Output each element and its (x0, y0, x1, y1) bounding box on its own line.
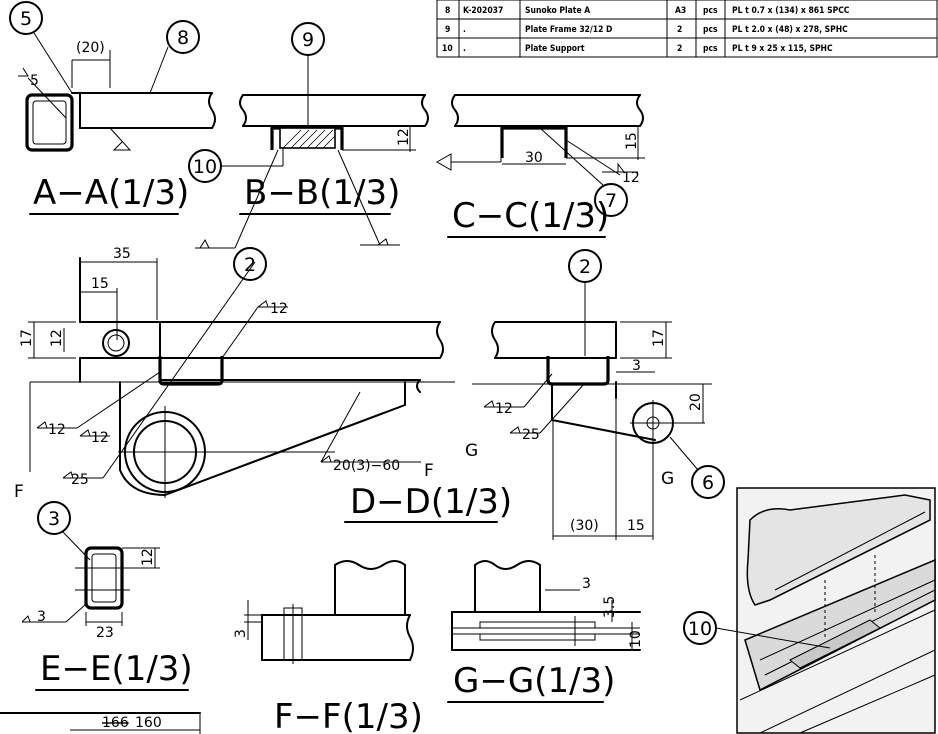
section-b-b: 12 9 10 B−B(1/3) (188, 22, 429, 249)
bom-row-9-size: 2 (677, 25, 682, 35)
dd-weld-12-top: 12 (270, 301, 288, 317)
balloon-8: 8 (177, 27, 189, 49)
bom-row-10-name: Plate Support (525, 44, 585, 54)
label-f-left: F (14, 482, 24, 502)
balloon-6: 6 (702, 472, 714, 494)
bom-row-8-spec: PL t 0.7 x (134) x 861 SPCC (732, 6, 850, 16)
bottom-partial-dim: 166 160 (0, 712, 201, 734)
section-title-c-c: C−C(1/3) (452, 196, 609, 236)
r-dim-20: 20 (688, 393, 704, 411)
bb-dim-12: 12 (396, 128, 412, 146)
dd-dim-15: 15 (91, 276, 109, 292)
section-g-g: 3 3.5 10 G−G(1/3) (447, 560, 644, 703)
section-f-f: 3 F−F(1/3) (233, 560, 423, 734)
ee-weld-3: 3 (37, 609, 46, 625)
bom-row-10-spec: PL t 9 x 25 x 115, SPHC (732, 44, 833, 54)
label-g-left: G (465, 441, 478, 461)
r-weld-12: 12 (495, 401, 513, 417)
r-dim-30: (30) (570, 518, 599, 534)
dd-weld-12-left: 12 (48, 422, 66, 438)
bom-row-8-unit: pcs (703, 6, 718, 16)
balloon-3: 3 (48, 508, 60, 530)
balloon-5: 5 (20, 8, 32, 30)
gg-dim-3-5: 3.5 (602, 596, 618, 618)
label-f-right: F (424, 461, 434, 481)
section-d-d: 35 15 17 12 12 12 12 25 20(3)−60 2 D−D(1… (14, 246, 512, 523)
bom-row-9-unit: pcs (703, 25, 718, 35)
section-title-d-d: D−D(1/3) (350, 482, 512, 522)
balloon-10: 10 (193, 156, 217, 178)
bom-row-10-part: . (463, 44, 466, 54)
section-e-e: 12 23 3 3 E−E(1/3) (21, 501, 193, 691)
ee-dim-23: 23 (96, 625, 114, 641)
aa-weld-5: 5 (30, 73, 39, 89)
bom-row-9-part: . (463, 25, 466, 35)
balloon-2-right: 2 (579, 256, 591, 278)
bom-row-10-no: 10 (442, 44, 453, 54)
dd-weld-note: 20(3)−60 (333, 458, 400, 474)
section-title-a-a: A−A(1/3) (33, 173, 189, 213)
label-g-right: G (661, 469, 674, 489)
gg-dim-10: 10 (628, 630, 644, 648)
cc-weld-12: 12 (622, 170, 640, 186)
balloon-2-left: 2 (244, 254, 256, 276)
bom-row-8-name: Sunoko Plate A (525, 6, 590, 16)
bom-row-8-part: K-202037 (463, 6, 503, 16)
bom-row-9-no: 9 (445, 25, 450, 35)
section-title-b-b: B−B(1/3) (244, 173, 400, 213)
r-dim-15: 15 (627, 518, 645, 534)
dd-weld-12-mid: 12 (91, 430, 109, 446)
bom-row-10-unit: pcs (703, 44, 718, 54)
balloon-9: 9 (302, 29, 314, 51)
r-weld-25: 25 (522, 427, 540, 443)
r-dim-3: 3 (632, 358, 641, 374)
dd-weld-25: 25 (71, 472, 89, 488)
ff-dim-3: 3 (233, 629, 249, 638)
section-c-c: 15 30 12 7 C−C(1/3) (435, 94, 645, 238)
section-title-g-g: G−G(1/3) (453, 661, 615, 701)
bom-row-9-name: Plate Frame 32/12 D (525, 25, 612, 35)
bom-row-9-spec: PL t 2.0 x (48) x 278, SPHC (732, 25, 848, 35)
section-d-d-right: 17 3 20 12 25 (30) 15 2 6 G G (465, 249, 725, 540)
detail-3d-view: 10 (683, 487, 936, 734)
cc-dim-30: 30 (525, 150, 543, 166)
section-title-e-e: E−E(1/3) (40, 649, 193, 689)
gg-dim-3: 3 (582, 576, 591, 592)
bom-row-10-size: 2 (677, 44, 682, 54)
section-a-a: (20) 5 5 8 A−A(1/3) (9, 1, 216, 215)
bom-row-8-size: A3 (675, 6, 686, 16)
r-dim-17: 17 (651, 329, 667, 347)
bom-table: 8 K-202037 Sunoko Plate A A3 pcs PL t 0.… (436, 0, 938, 58)
dd-dim-35: 35 (113, 246, 131, 262)
bom-row-8-no: 8 (445, 6, 450, 16)
balloon-10-detail: 10 (688, 618, 712, 640)
cc-dim-15: 15 (624, 132, 640, 150)
dim-166-old: 166 (102, 715, 129, 731)
dim-160-new: 160 (135, 715, 162, 731)
dd-dim-17: 17 (19, 329, 35, 347)
section-title-f-f: F−F(1/3) (274, 697, 423, 734)
dd-dim-12v: 12 (49, 329, 65, 347)
ee-dim-12: 12 (140, 548, 156, 566)
aa-dim-20: (20) (76, 40, 105, 56)
balloon-7: 7 (605, 190, 617, 212)
